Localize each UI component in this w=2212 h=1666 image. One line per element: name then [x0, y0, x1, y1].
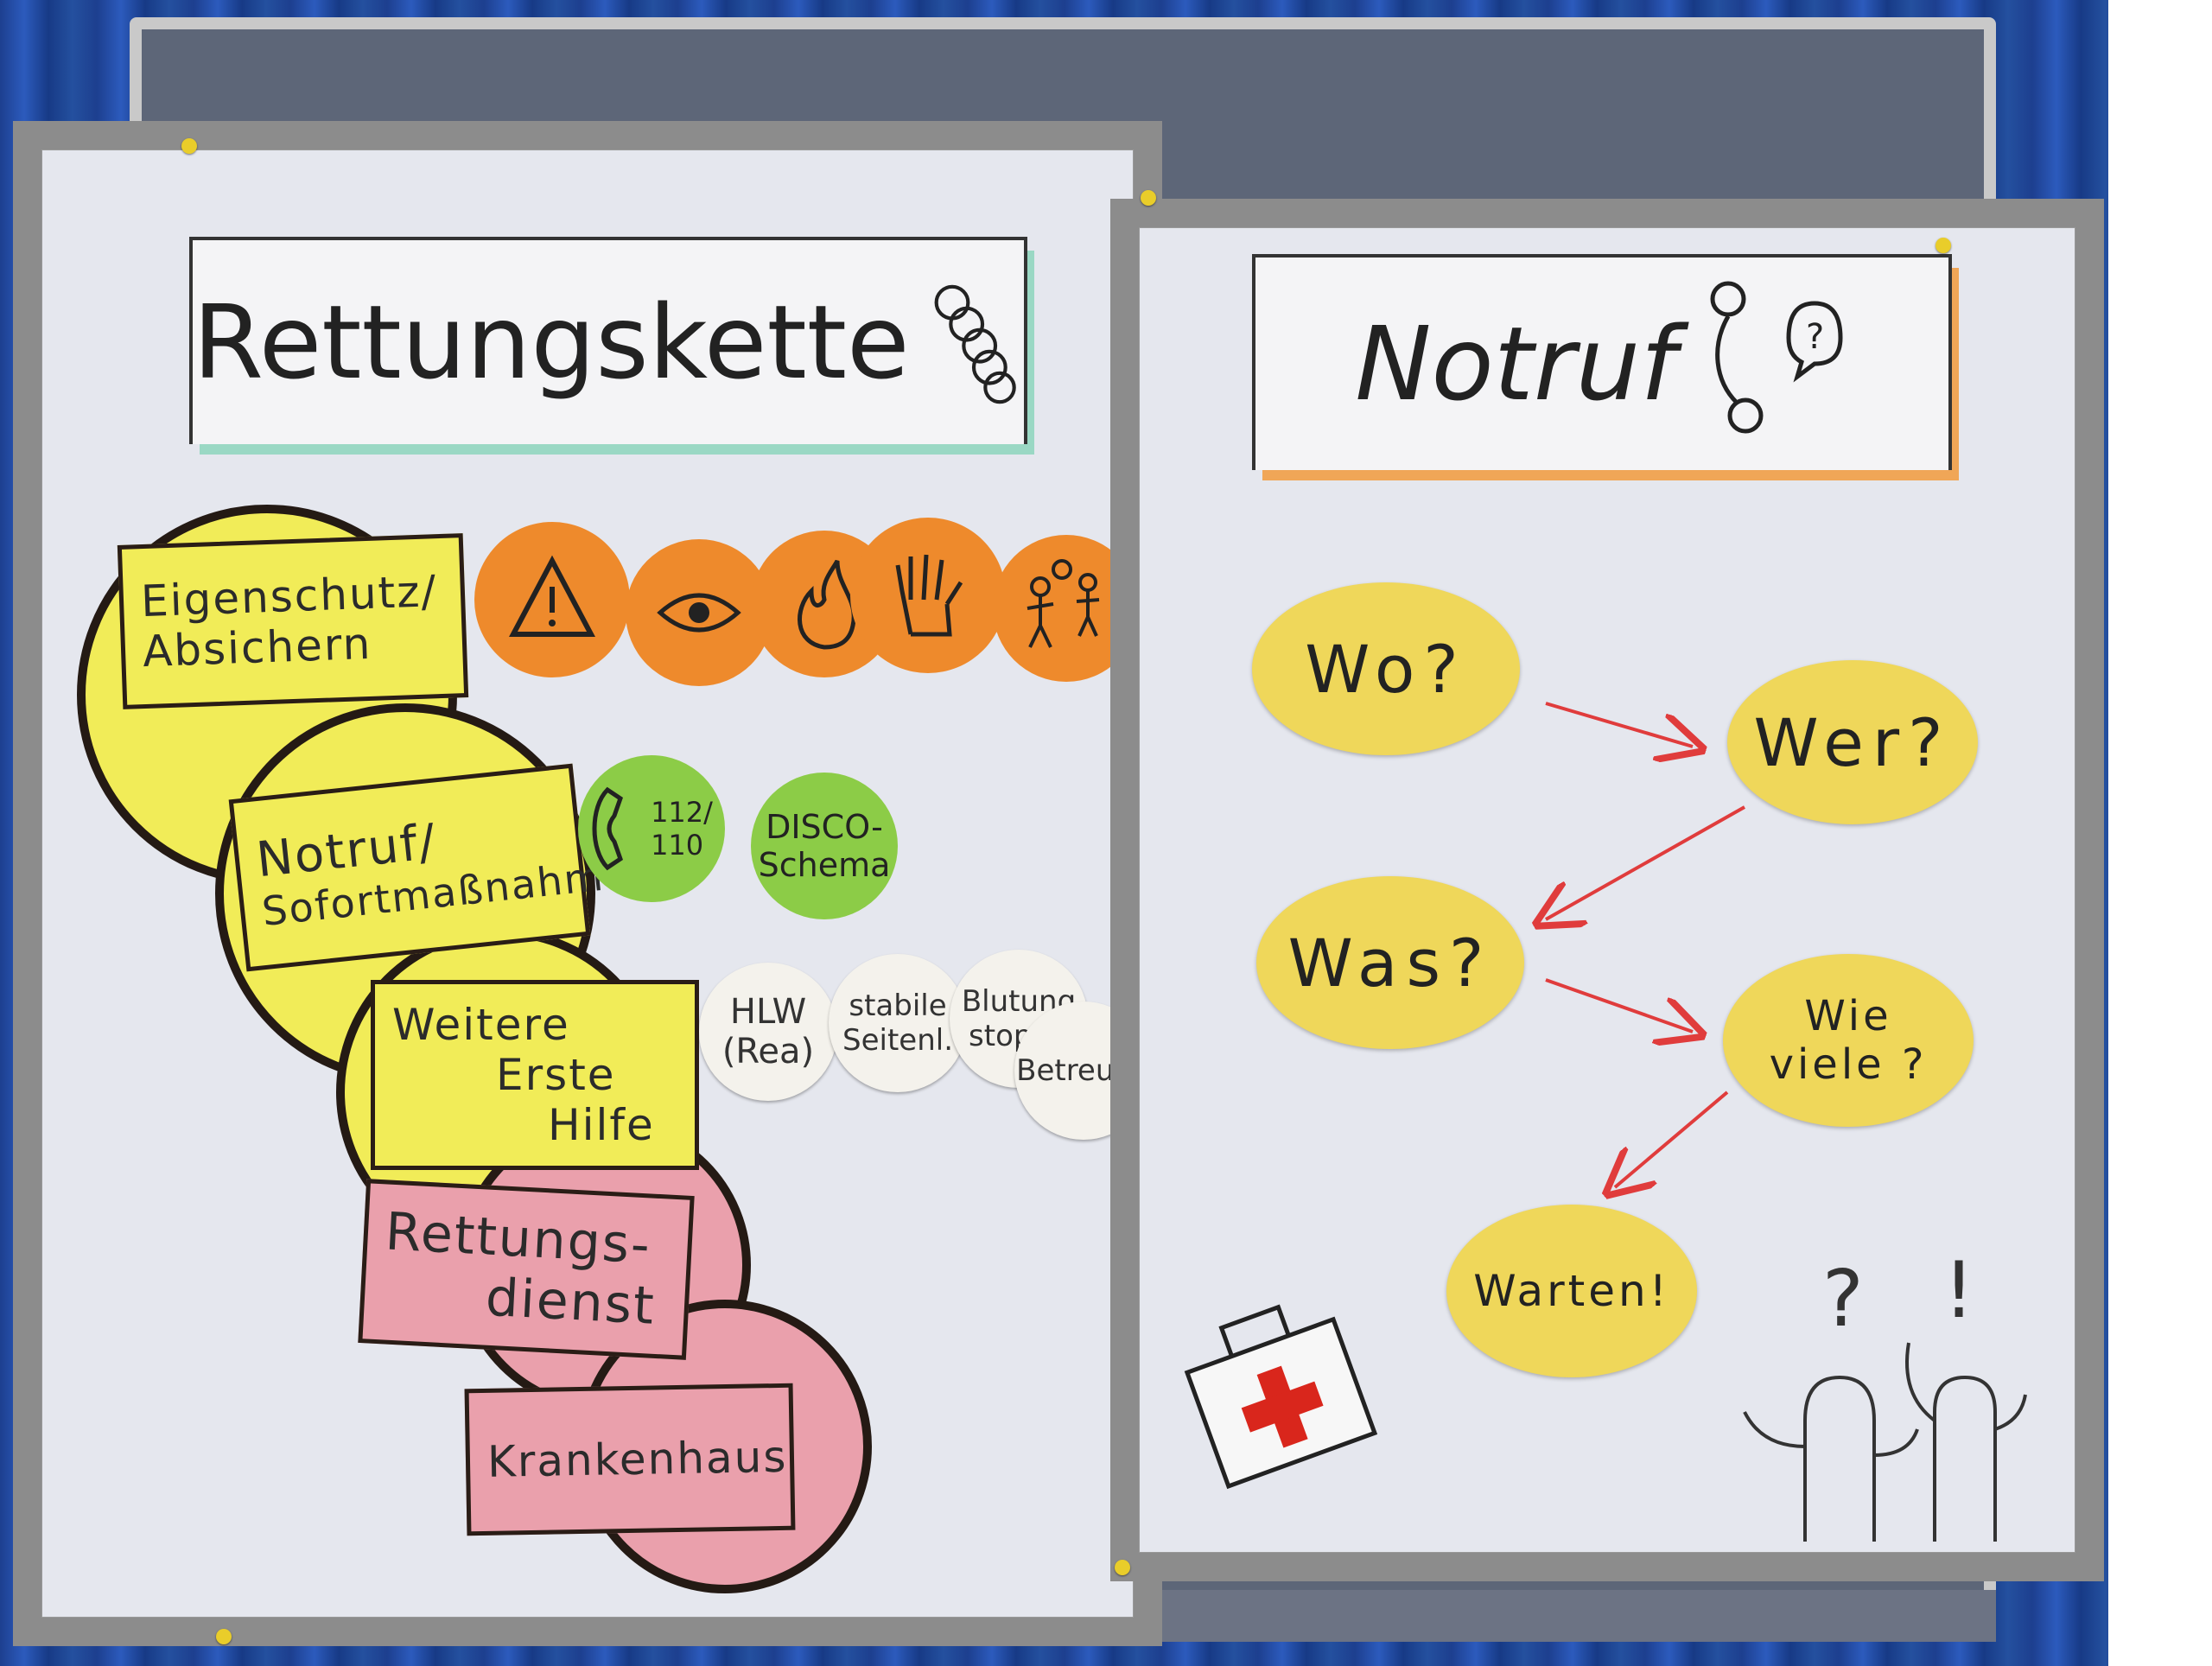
people-talking-icon [993, 535, 1133, 682]
question-warten-text: Warten! [1473, 1266, 1670, 1316]
notruf-title-text: Notruf [1355, 304, 1676, 423]
right-poster: Notruf ? Wo? Wer? Was? Wie viele ? Warte [1140, 228, 2075, 1552]
stabile-text-line2: Seitenl. [842, 1023, 953, 1058]
question-wie-viele-text: Wie viele ? [1769, 992, 1928, 1089]
card-notruf: Notruf/ Sofortmaßnahme [228, 763, 632, 972]
circle-hlw-rea: HLW (Rea) [699, 963, 837, 1101]
left-poster-title: Rettungskette [189, 237, 1027, 444]
warning-icon [474, 522, 630, 677]
card-krankenhaus: Krankenhaus [464, 1383, 796, 1536]
question-wo: Wo? [1252, 582, 1520, 755]
pin [216, 1629, 232, 1644]
question-wer-text: Wer? [1753, 703, 1952, 781]
disco-text-line2: Schema [758, 846, 891, 884]
circle-phone-112-110: 112/ 110 [578, 755, 725, 902]
circle-110-text: 110 [651, 829, 704, 862]
svg-text:!: ! [1943, 1245, 1974, 1336]
eye-icon [626, 539, 772, 686]
chain-links-icon [934, 284, 1016, 404]
card-weitere-line2: Erste [496, 1050, 616, 1100]
pin [1141, 190, 1156, 206]
glove-icon [850, 518, 1006, 673]
question-was: Was? [1256, 876, 1524, 1049]
card-rettungsdienst: Rettungs- dienst [358, 1179, 695, 1360]
telephone-icon: ? [1710, 281, 1843, 434]
svg-text:?: ? [1806, 317, 1824, 357]
circle-stabile-seitenlage: stabile Seitenl. [829, 954, 967, 1092]
svg-text:?: ? [1822, 1254, 1864, 1345]
phone-icon [592, 786, 624, 871]
card-eigenschutz-line2: Absichern [142, 618, 373, 677]
card-weitere-line1: Weitere [392, 1000, 570, 1050]
stabile-text-line1: stabile [849, 989, 947, 1023]
question-wie-viele: Wie viele ? [1723, 954, 1974, 1127]
question-flow-arrows [1140, 702, 1745, 1552]
left-poster: Rettungskette Eigenschutz/ Absichern Not… [42, 150, 1133, 1617]
first-aid-kit-icon [1184, 1304, 1378, 1490]
cactus-figures-icon: ? ! [1743, 1245, 2027, 1542]
hlw-text-line2: (Rea) [721, 1032, 815, 1071]
disco-text-line1: DISCO- [766, 808, 883, 846]
pin [181, 138, 197, 154]
card-weitere-line3: Hilfe [548, 1100, 655, 1150]
question-wo-text: Wo? [1305, 630, 1467, 708]
question-was-text: Was? [1287, 924, 1493, 1002]
card-krankenhaus-line1: Krankenhaus [486, 1431, 788, 1487]
right-poster-title: Notruf ? [1252, 254, 1952, 470]
rettungskette-title-text: Rettungskette [193, 283, 910, 402]
card-eigenschutz: Eigenschutz/ Absichern [117, 533, 469, 709]
question-warten: Warten! [1446, 1205, 1697, 1377]
pin [1115, 1560, 1130, 1575]
circle-112-text: 112/ [651, 796, 713, 829]
pin [1936, 238, 1951, 253]
question-wer: Wer? [1727, 660, 1978, 824]
hlw-text-line1: HLW [729, 992, 807, 1032]
card-weitere-erste-hilfe: Weitere Erste Hilfe [371, 980, 699, 1170]
circle-disco-schema: DISCO- Schema [751, 773, 898, 919]
